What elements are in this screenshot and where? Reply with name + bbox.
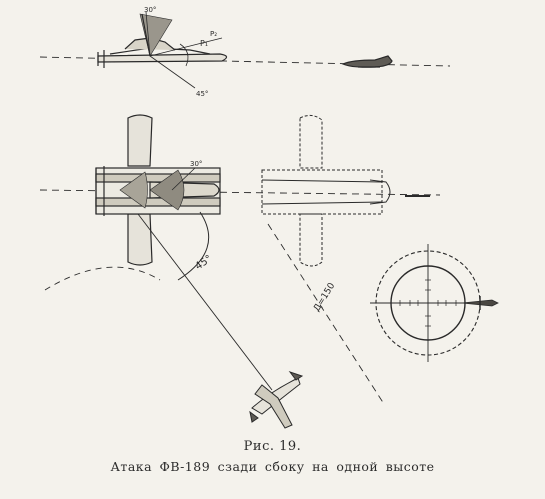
fighter-plan — [249, 371, 304, 429]
attack-diagram: 30° 45° P₁ P₂ — [39, 6, 499, 429]
figure-caption: Атака ФВ-189 сзади сбоку на одной высоте — [110, 459, 435, 474]
attack-line — [137, 213, 273, 391]
label-p1: P₁ — [200, 39, 208, 48]
fighter-side — [341, 55, 393, 68]
label-angle-top-down: 45° — [196, 90, 208, 98]
fw189-side — [97, 11, 228, 89]
label-angle-top-up: 30° — [144, 6, 156, 14]
side-view — [39, 11, 451, 89]
label-p2: P₂ — [210, 30, 217, 38]
fire-sector — [119, 169, 185, 211]
fw189-plan-right — [261, 114, 430, 405]
gunsight-reticle — [370, 244, 499, 362]
label-angle-plan-arc: 45° — [193, 253, 214, 272]
label-angle-plan-small: 30° — [190, 160, 202, 168]
fw189-plan-left — [39, 114, 441, 391]
label-distance: Д=150 — [312, 281, 337, 313]
figure-number: Рис. 19. — [243, 439, 302, 454]
